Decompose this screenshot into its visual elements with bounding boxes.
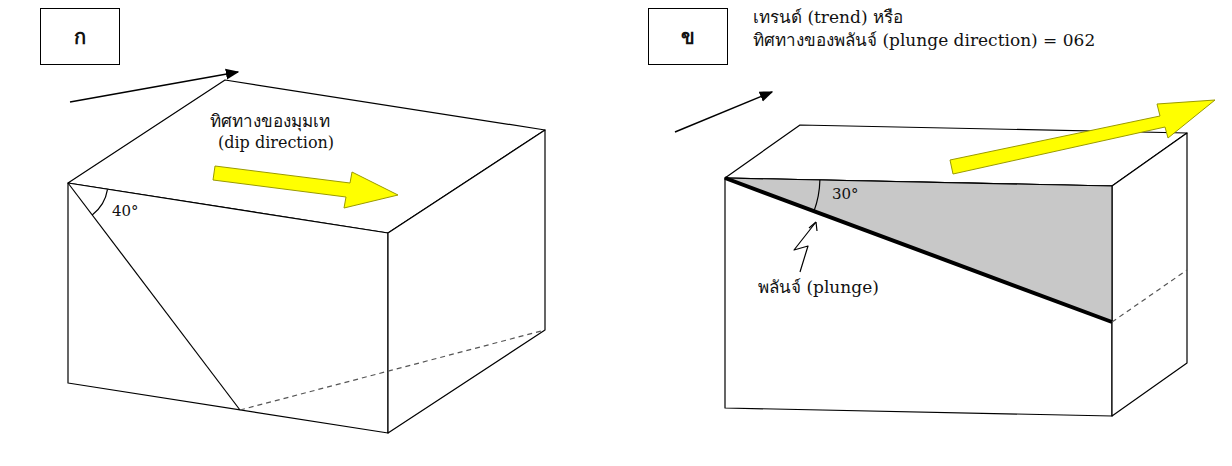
dip-line bbox=[68, 183, 240, 410]
panel-letter: ก bbox=[74, 21, 86, 53]
strike-arrow bbox=[675, 92, 772, 132]
annotation-label: ทิศทางของพลันจ์ (plunge direction) = 062 bbox=[753, 31, 1095, 51]
annotation-label: เทรนด์ (trend) หรือ bbox=[753, 8, 903, 28]
trend-arrow bbox=[950, 100, 1215, 174]
side-face bbox=[388, 130, 545, 433]
annotation-label: 40° bbox=[112, 203, 139, 220]
angle-arc bbox=[92, 189, 107, 215]
panel-label-box: ข bbox=[648, 8, 728, 65]
dip-direction-arrow bbox=[213, 166, 398, 208]
annotation-label: พลันจ์ (plunge) bbox=[758, 278, 879, 298]
plunge-triangle bbox=[725, 178, 1112, 322]
strike-arrow bbox=[70, 72, 238, 102]
block-a bbox=[68, 80, 545, 433]
plane-trace bbox=[1112, 270, 1187, 322]
front-face bbox=[725, 178, 1112, 416]
front-face bbox=[68, 183, 388, 433]
plane-trace bbox=[240, 330, 545, 410]
angle-arc bbox=[814, 180, 820, 211]
plunge-line bbox=[725, 178, 1112, 322]
annotation-label: ทิศทางของมุมเท bbox=[210, 112, 330, 132]
annotation-label: 30° bbox=[832, 186, 859, 203]
side-face bbox=[1112, 133, 1187, 416]
annotation-label: (dip direction) bbox=[218, 134, 334, 152]
panel-label-box: ก bbox=[40, 8, 120, 65]
panel-letter: ข bbox=[681, 21, 695, 53]
pointer-head bbox=[809, 222, 817, 231]
pointer-bolt bbox=[794, 222, 816, 272]
